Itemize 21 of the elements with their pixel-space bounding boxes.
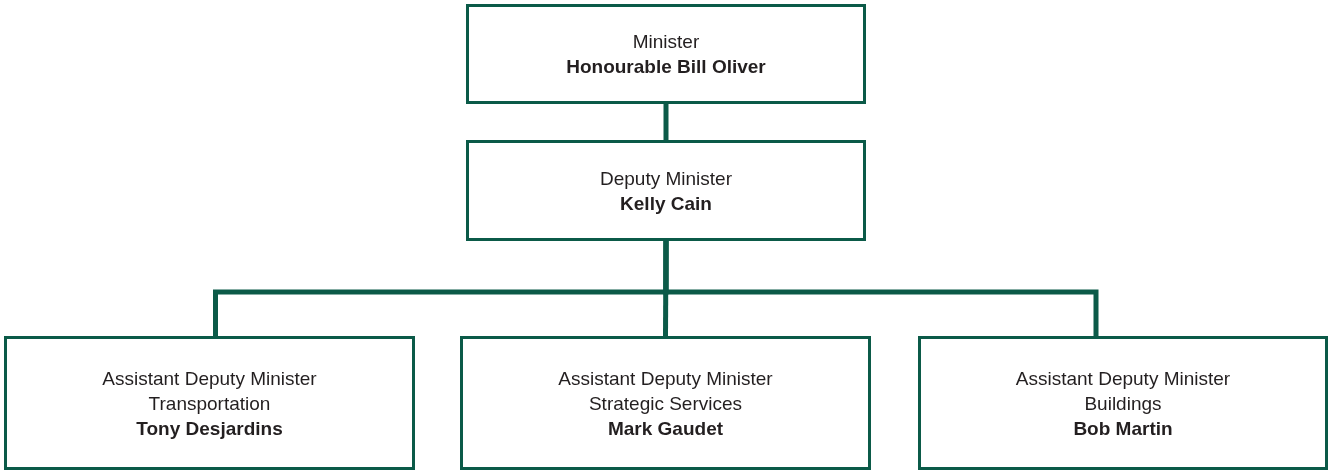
person-name: Mark Gaudet [607,416,724,441]
role-title: Assistant Deputy Minister [102,366,317,391]
org-box [4,336,415,470]
role-title: Assistant Deputy Minister [558,366,773,391]
org-box [466,140,866,241]
org-box [460,336,871,470]
person-name: Bob Martin [1073,416,1173,441]
person-name: Honourable Bill Oliver [566,55,766,79]
role-title: Deputy Minister [600,166,732,191]
person-name: Tony Desjardins [136,416,283,441]
role-title: Buildings [1084,391,1162,416]
org-box [918,336,1328,470]
connector-line [663,104,669,140]
role-title: Assistant Deputy Minister [1015,366,1231,391]
connector-line [663,241,669,336]
role-title: Transportation [148,391,271,416]
org-box [466,4,866,104]
role-title: Strategic Services [588,391,743,416]
connector-line [663,241,1099,336]
role-title: Minister [632,30,700,54]
person-name: Kelly Cain [620,191,712,216]
